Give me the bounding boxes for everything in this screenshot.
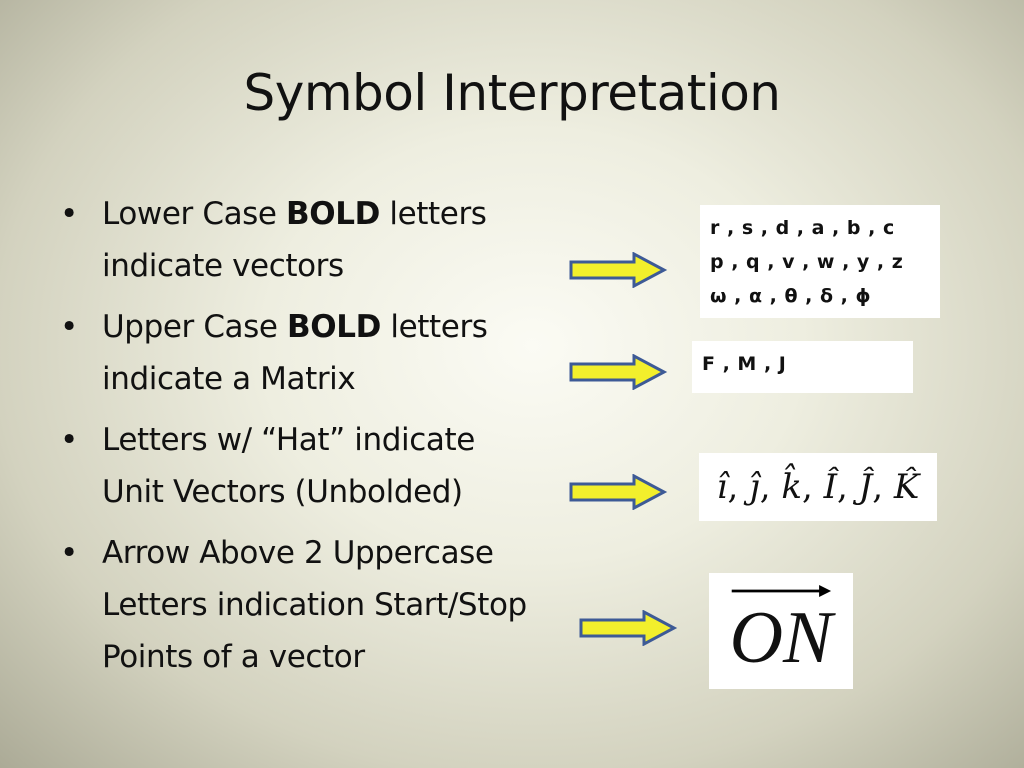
bullet-text-line: Unit Vectors (Unbolded)	[102, 466, 598, 518]
bullet-uppercase-matrix: • Upper Case BOLD letters indicate a Matr…	[58, 301, 598, 405]
bullet-text-line: indicate vectors	[102, 240, 598, 292]
right-arrow-icon	[569, 354, 668, 390]
matrix-symbols-box: F , M , J	[692, 341, 913, 393]
comma-separator: ,	[759, 467, 782, 507]
unit-vector-symbols-box: î, ĵ, k̂, Î, Ĵ, K̂	[699, 453, 937, 521]
bullet-text: Points of a vector	[102, 639, 365, 675]
unit-vector-symbol: k̂	[781, 467, 802, 507]
unit-vector-symbol: K̂	[893, 467, 920, 507]
bullet-text: indicate a Matrix	[102, 361, 356, 397]
comma-separator: ,	[801, 467, 824, 507]
vector-overarrow-icon	[731, 585, 831, 597]
vector-symbols-box: r , s , d , a , b , c p , q , v , w , y …	[700, 205, 940, 318]
start-stop-vector-box: ON	[709, 573, 853, 689]
bullet-dot-icon: •	[60, 309, 78, 345]
unit-vector-symbols-text: î, ĵ, k̂, Î, Ĵ, K̂	[717, 467, 920, 507]
bullet-dot-icon: •	[60, 422, 78, 458]
start-stop-vector-letters: ON	[729, 597, 833, 679]
vector-symbols-line: p , q , v , w , y , z	[710, 251, 904, 273]
bullet-list: • Lower Case BOLD letters indicate vector…	[58, 188, 598, 692]
bullet-dot-icon: •	[60, 535, 78, 571]
bullet-text: Arrow Above 2 Uppercase	[102, 535, 494, 571]
comma-separator: ,	[837, 467, 859, 507]
comma-separator: ,	[872, 467, 894, 507]
bullet-text: Lower Case	[102, 196, 287, 232]
unit-vector-symbol: Ĵ	[858, 467, 873, 507]
slide-title: Symbol Interpretation	[243, 64, 782, 122]
bullet-lowercase-vectors: • Lower Case BOLD letters indicate vector…	[58, 188, 598, 292]
matrix-symbols-text: F , M , J	[702, 353, 787, 375]
bullet-text-line: Points of a vector	[102, 631, 598, 683]
bullet-text: Letters indication Start/Stop	[102, 587, 527, 623]
bullet-text: Letters w/ “Hat” indicate	[102, 422, 475, 458]
bullet-text: letters	[380, 309, 488, 345]
comma-separator: ,	[727, 467, 750, 507]
right-arrow-icon	[569, 252, 668, 288]
bullet-text-line: Letters indication Start/Stop	[102, 579, 598, 631]
bold-emphasis-text: BOLD	[286, 196, 380, 232]
bullet-text-line: indicate a Matrix	[102, 353, 598, 405]
bullet-text: indicate vectors	[102, 248, 344, 284]
vector-symbols-line: r , s , d , a , b , c	[710, 217, 895, 239]
bullet-text-line: Lower Case BOLD letters	[102, 188, 598, 240]
bullet-text: letters	[379, 196, 487, 232]
bullet-dot-icon: •	[60, 196, 78, 232]
bullet-text: Upper Case	[102, 309, 288, 345]
unit-vector-symbol: î	[716, 467, 728, 507]
right-arrow-icon	[579, 610, 678, 646]
unit-vector-symbol: ĵ	[749, 467, 760, 507]
bullet-text-line: Arrow Above 2 Uppercase	[102, 527, 598, 579]
start-stop-vector-symbol: ON	[730, 585, 832, 675]
bullet-text-line: Letters w/ “Hat” indicate	[102, 414, 598, 466]
vector-symbols-line: ω , α , θ , δ , ϕ	[710, 285, 872, 307]
bullet-text: Unit Vectors (Unbolded)	[102, 474, 463, 510]
unit-vector-symbol: Î	[823, 467, 838, 507]
bold-emphasis-text: BOLD	[287, 309, 381, 345]
bullet-text-line: Upper Case BOLD letters	[102, 301, 598, 353]
right-arrow-icon	[569, 474, 668, 510]
